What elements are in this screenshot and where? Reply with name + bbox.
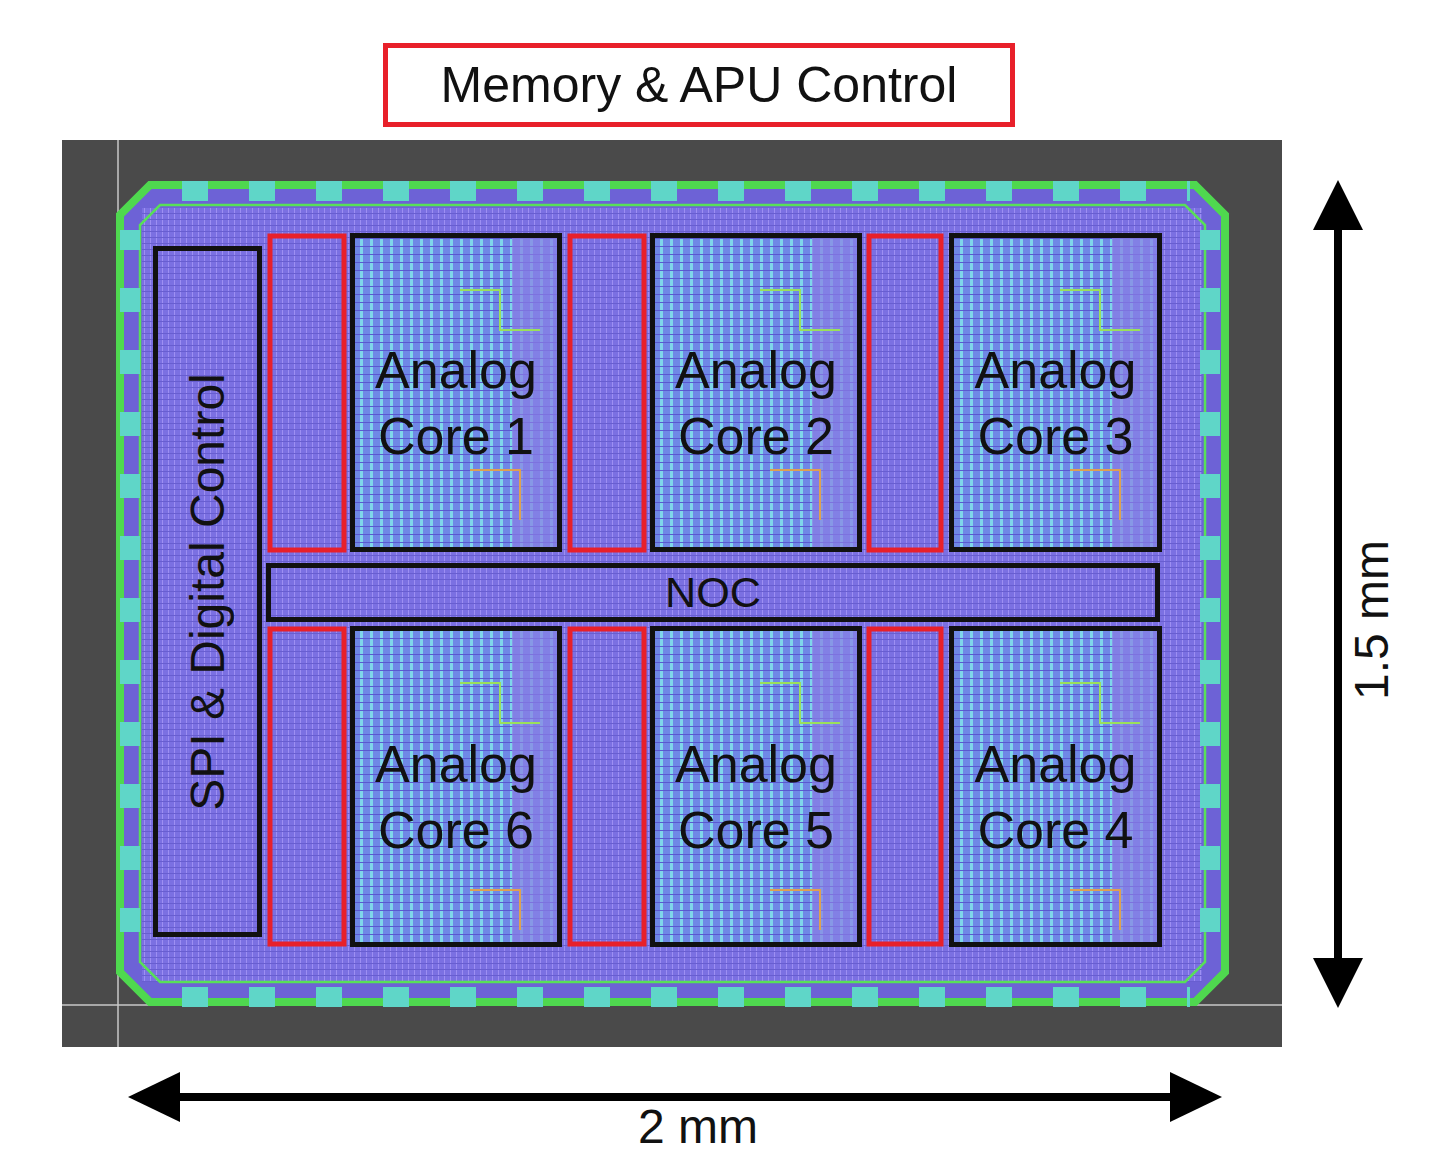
block-label: SPI & Digital Control [181, 373, 234, 811]
analog-core: Analog Core 3 [949, 233, 1162, 552]
analog-core: Analog Core 5 [650, 626, 862, 947]
dimension-arrow [128, 180, 1363, 1122]
dimension-label: 2 mm [638, 1103, 758, 1151]
io-pads [150, 178, 1190, 204]
title-box: Memory & APU Control [383, 43, 1015, 127]
memory-apu-block [270, 236, 941, 944]
core-label: Analog Core 6 [355, 731, 557, 863]
seal-ring [140, 205, 1205, 982]
core-label: Analog Core 2 [655, 337, 857, 469]
core-label: Analog Core 4 [954, 731, 1157, 863]
core-label: Analog Core 5 [655, 731, 857, 863]
title-text: Memory & APU Control [441, 58, 958, 113]
die-outline [120, 185, 1225, 1002]
core-layout [352, 235, 1160, 945]
noc-bar: NOC [266, 563, 1160, 622]
core-label: Analog Core 1 [355, 337, 557, 469]
io-pads [150, 982, 1190, 1008]
bus-label: NOC [665, 570, 761, 615]
control-block: SPI & Digital Control [153, 246, 262, 937]
analog-core: Analog Core 1 [350, 233, 562, 552]
core-label: Analog Core 3 [954, 337, 1157, 469]
chip-ground [62, 140, 1282, 1047]
io-pads [118, 230, 142, 970]
die-core-area [142, 208, 1202, 982]
io-pads [1200, 230, 1224, 970]
analog-core: Analog Core 6 [350, 626, 562, 947]
dimension-label: 1.5 mm [1348, 540, 1396, 700]
analog-core: Analog Core 2 [650, 233, 862, 552]
analog-core: Analog Core 4 [949, 626, 1162, 947]
